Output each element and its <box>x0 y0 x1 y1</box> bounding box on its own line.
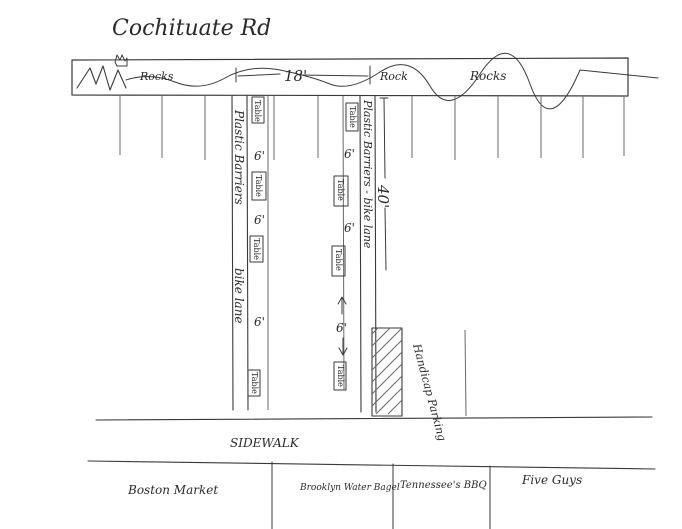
store-name-3: Tennessee's BBQ <box>400 480 487 491</box>
left-table-label-4: Table <box>250 372 259 394</box>
right-table-label-4: Table <box>336 365 345 387</box>
left-gap-label-1: 6' <box>254 149 265 163</box>
right-gap-label-2: 6' <box>344 221 355 235</box>
right-table-2 <box>333 175 349 207</box>
hand-cursor-icon <box>114 54 128 67</box>
width-label-18ft: 18' <box>284 67 307 85</box>
left-table-label-2: Table <box>254 175 263 197</box>
curb-line-bottom <box>87 460 656 470</box>
rock-label-2: Rock <box>379 70 408 83</box>
rock-label-1: Rocks <box>139 70 174 83</box>
right-table-4 <box>333 361 347 391</box>
store-name-2: Brooklyn Water Bagel <box>299 483 400 493</box>
left-gap-label-2: 6' <box>254 213 265 227</box>
store-name-4: Five Guys <box>521 473 582 487</box>
right-barrier-column: Plastic Barriers - bike lane Table 6' Ta… <box>331 95 392 413</box>
right-table-label-2: Table <box>336 179 345 201</box>
handicap-parking-area: Handicap Parking <box>371 327 467 442</box>
left-barrier-column: Plastic Barriers bike lane Table 6' Tabl… <box>231 95 269 411</box>
sidewalk-label: SIDEWALK <box>230 436 300 450</box>
left-table-label-3: Table <box>252 238 261 260</box>
right-table-3 <box>331 245 346 277</box>
right-gap-label-3: 6' <box>336 321 347 335</box>
left-table-label-1: Table <box>253 100 262 122</box>
rocks-strip: Rocks 18' Rock Rocks <box>71 53 659 110</box>
left-table-2 <box>251 171 267 201</box>
left-table-4 <box>247 369 261 397</box>
right-gap-label-1: 6' <box>344 147 355 161</box>
curb-line-top <box>95 416 653 421</box>
right-table-1 <box>345 102 359 132</box>
left-table-3 <box>249 235 264 263</box>
length-label-40ft: 40' <box>374 184 392 208</box>
handicap-label: Handicap Parking <box>410 341 449 442</box>
storefront-dividers <box>271 461 491 529</box>
left-side-label-2: bike lane <box>232 268 246 324</box>
left-table-1 <box>251 96 265 124</box>
rock-label-3: Rocks <box>469 69 506 83</box>
store-name-1: Boston Market <box>127 483 218 497</box>
left-side-label: Plastic Barriers <box>232 109 246 205</box>
right-table-label-1: Table <box>348 106 357 128</box>
parking-stall-lines <box>119 96 625 160</box>
right-side-label: Plastic Barriers - bike lane <box>361 99 374 249</box>
title: Cochituate Rd <box>112 16 271 41</box>
left-gap-label-3: 6' <box>254 315 265 329</box>
right-table-label-3: Table <box>334 249 343 271</box>
